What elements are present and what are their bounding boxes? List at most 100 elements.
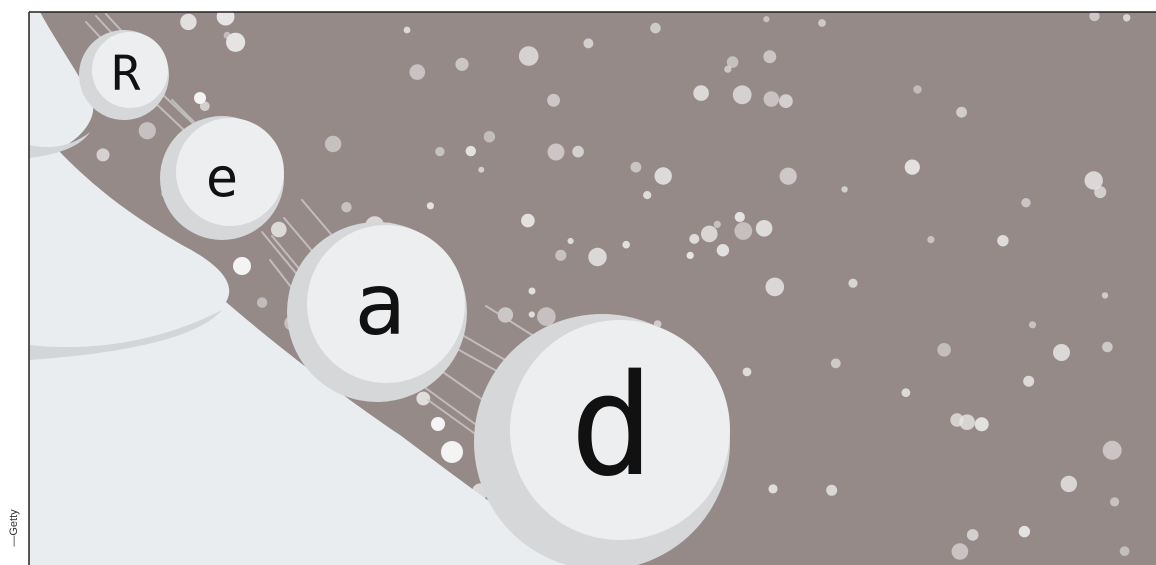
snowflake (455, 57, 469, 71)
snowflake (650, 22, 661, 34)
snowflake (1060, 475, 1078, 493)
snowflake (686, 251, 694, 259)
letter-e: e (206, 146, 239, 209)
snowflake (547, 93, 560, 107)
snowflake (997, 235, 1009, 247)
snowflake (848, 278, 858, 288)
snowflake (223, 31, 231, 39)
snowflake (271, 221, 287, 238)
snowflake (734, 211, 745, 223)
snowflake (763, 16, 770, 23)
snowflake (974, 417, 989, 432)
snowflake (830, 358, 841, 369)
snowflake (521, 213, 535, 228)
snowflake (713, 220, 721, 228)
snowflake (256, 297, 268, 308)
snowflake (1018, 525, 1031, 538)
snowflake (416, 391, 431, 406)
snowflake (951, 543, 969, 560)
snowflake (1119, 546, 1130, 556)
snowflake (779, 94, 793, 108)
snowflake (630, 161, 642, 173)
snowflake (537, 307, 556, 326)
photo-credit: —Getty (8, 509, 20, 547)
snow-hill (29, 12, 580, 565)
snowflake (341, 202, 352, 213)
snowflake (199, 101, 210, 112)
snowflake (841, 186, 848, 193)
snowflake (755, 220, 773, 237)
snowflake (555, 249, 567, 261)
snowball-d: d (474, 314, 730, 565)
snowflake (1123, 14, 1131, 22)
snowflake (1094, 186, 1107, 199)
snowflake (763, 50, 777, 64)
snowflake (483, 131, 496, 143)
snowflake (1102, 440, 1122, 460)
snowflake (937, 343, 951, 357)
snowflake (403, 26, 411, 34)
snowflake (567, 237, 574, 245)
snowflake (583, 38, 594, 49)
letter-d: d (570, 345, 654, 508)
letter-a: a (354, 255, 406, 355)
snowflake (588, 247, 607, 267)
snowball-r: R (79, 30, 169, 120)
snowflake (547, 143, 565, 161)
snowflake (734, 222, 753, 240)
foreground-flakes (194, 92, 463, 463)
hill-shade-upper (29, 132, 90, 158)
snowflake (959, 414, 975, 431)
snowflake (1028, 321, 1037, 329)
snowflake (904, 159, 920, 175)
snowflake (726, 56, 739, 68)
snowflake (724, 65, 732, 73)
snowflake (528, 287, 536, 295)
snowflake (913, 85, 922, 94)
snowflake (701, 225, 718, 243)
snowflake (1023, 375, 1035, 387)
snowflake (1102, 341, 1113, 353)
snowball-a: a (287, 222, 467, 402)
snowflake (1110, 497, 1120, 507)
snowflake (622, 240, 630, 249)
snowflake (643, 191, 652, 200)
snowflake (1084, 171, 1103, 190)
snowflake (1101, 292, 1109, 299)
snowflake (409, 64, 426, 80)
snowflake (435, 146, 445, 157)
snowflake (1089, 12, 1100, 22)
snowflake (732, 85, 752, 105)
snowball-e: e (160, 116, 284, 240)
snowflake (497, 307, 514, 323)
snowflake (96, 148, 110, 162)
snowflake (956, 106, 967, 118)
snowflake (765, 277, 785, 297)
snowflake (927, 236, 935, 244)
snowflake (426, 202, 434, 210)
snowflake (226, 32, 246, 52)
snowflake (763, 91, 779, 107)
snowflake (1021, 198, 1031, 208)
snowflake (1053, 344, 1070, 361)
snowflake (779, 167, 797, 185)
snowflake (654, 167, 672, 185)
snowflake (693, 85, 709, 101)
snowflake (826, 484, 838, 496)
snowflake (528, 311, 535, 318)
snowflake (138, 122, 156, 140)
snowflake (818, 19, 826, 27)
snowflake (572, 145, 584, 158)
snowflake (478, 166, 485, 173)
snowflake (901, 388, 911, 398)
snowflake (180, 13, 197, 31)
snowflake (768, 484, 778, 494)
snowflake (689, 233, 700, 244)
snowflake (716, 244, 730, 257)
letter-r: R (112, 46, 141, 102)
snowflake (966, 529, 979, 541)
snowflake (216, 12, 235, 26)
hill-shade-lower (29, 310, 222, 360)
snowflake (465, 145, 476, 157)
